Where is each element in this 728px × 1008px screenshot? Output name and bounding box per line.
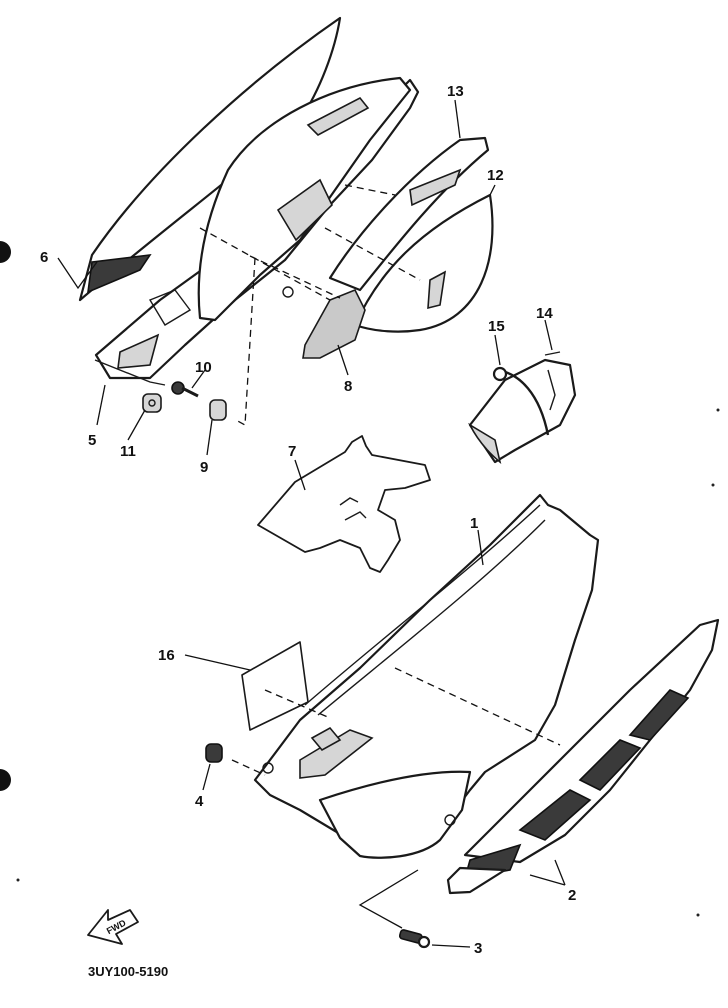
- part-3-screw: [398, 929, 431, 949]
- part-7-plate: [257, 435, 431, 573]
- callout-3: 3: [474, 940, 482, 957]
- callout-6: 6: [40, 249, 48, 266]
- part-8-pad: [302, 288, 366, 359]
- callout-10: 10: [195, 359, 212, 376]
- part-5-rear-cowl: [94, 76, 420, 386]
- part-10-bolt: [171, 381, 199, 398]
- binder-hole: [0, 769, 11, 791]
- leader-lines: [57, 99, 566, 948]
- fwd-arrow-icon: FWD: [87, 909, 139, 945]
- part-12-side-cowl: [353, 193, 494, 333]
- callout-16: 16: [158, 647, 175, 664]
- callout-12: 12: [487, 167, 504, 184]
- part-9-collar: [209, 399, 227, 421]
- callout-11: 11: [120, 443, 136, 460]
- callout-15: 15: [488, 318, 505, 335]
- part-4-grommet: [205, 743, 223, 763]
- callout-labels: 1 2 3 4 5 6 7 8 9 10 11 12 13 14 15 16: [40, 83, 576, 957]
- part-1-side-cover: [253, 493, 600, 859]
- assembly-lines: [199, 184, 561, 929]
- callout-1: 1: [470, 515, 478, 532]
- callout-5: 5: [88, 432, 96, 449]
- callout-4: 4: [195, 793, 204, 810]
- callout-14: 14: [536, 305, 553, 322]
- part-15-band: [492, 366, 550, 436]
- callout-7: 7: [288, 443, 296, 460]
- part-2-graphic-decal: [446, 618, 720, 895]
- part-14-tool-pocket: [468, 351, 577, 465]
- part-11-grommet: [142, 393, 162, 413]
- diagram-code: 3UY100-5190: [88, 964, 168, 979]
- part-6-tail-stripe: [78, 16, 342, 302]
- callout-8: 8: [344, 378, 352, 395]
- binder-hole: [0, 241, 11, 263]
- part-16-label: [241, 641, 309, 731]
- callout-13: 13: [447, 83, 464, 100]
- callout-2: 2: [568, 887, 576, 904]
- callout-9: 9: [200, 459, 208, 476]
